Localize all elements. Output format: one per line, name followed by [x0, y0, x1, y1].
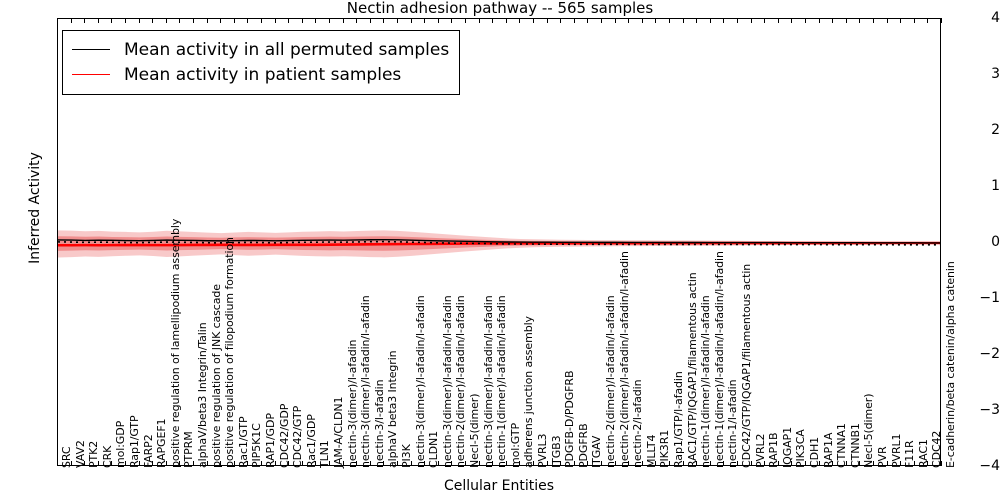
legend-label-patient: Mean activity in patient samples [124, 64, 402, 85]
y-axis-label: Inferred Activity [27, 152, 43, 264]
legend-swatch-permuted [72, 49, 110, 50]
legend-swatch-patient [72, 74, 110, 75]
series-plot [58, 230, 940, 258]
y-tick-label: −1 [979, 290, 1000, 306]
chart-legend: Mean activity in all permuted samples Me… [62, 30, 461, 95]
chart-title: Nectin adhesion pathway -- 565 samples [346, 0, 654, 17]
y-tick-label: −4 [979, 458, 1000, 474]
x-axis-label: Cellular Entities [443, 478, 555, 494]
y-tick-label: 4 [991, 10, 1000, 26]
y-tick-label: −2 [979, 346, 1000, 362]
y-tick-label: 3 [991, 66, 1000, 82]
series-line-permuted [58, 238, 940, 244]
legend-label-permuted: Mean activity in all permuted samples [124, 39, 450, 60]
y-tick-label: 1 [991, 178, 1000, 194]
y-tick-label: −3 [979, 402, 1000, 418]
legend-item-patient: Mean activity in patient samples [72, 62, 449, 87]
legend-item-permuted: Mean activity in all permuted samples [72, 37, 449, 62]
y-tick-label: 0 [991, 234, 1000, 250]
y-tick-label: 2 [991, 122, 1000, 138]
